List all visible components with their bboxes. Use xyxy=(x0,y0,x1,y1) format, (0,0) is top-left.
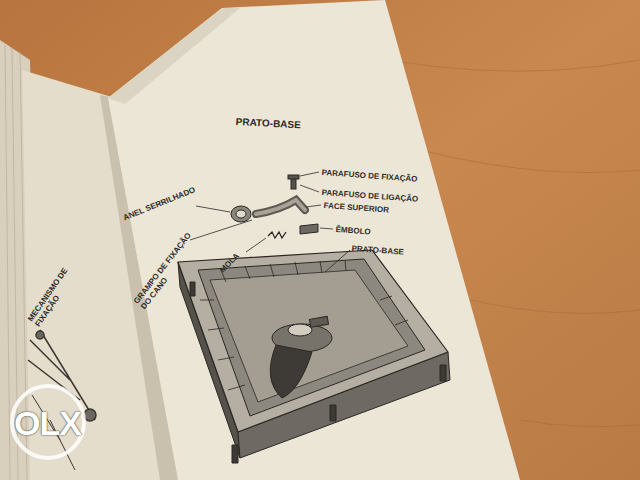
fold xyxy=(108,8,240,104)
left-fragment xyxy=(28,330,96,470)
exploded-parts xyxy=(231,175,318,238)
base-plate xyxy=(178,250,450,463)
leader-lines xyxy=(190,172,350,272)
watermark-ring xyxy=(12,386,84,458)
right-page xyxy=(108,0,520,480)
watermark: OLX xyxy=(14,404,81,443)
